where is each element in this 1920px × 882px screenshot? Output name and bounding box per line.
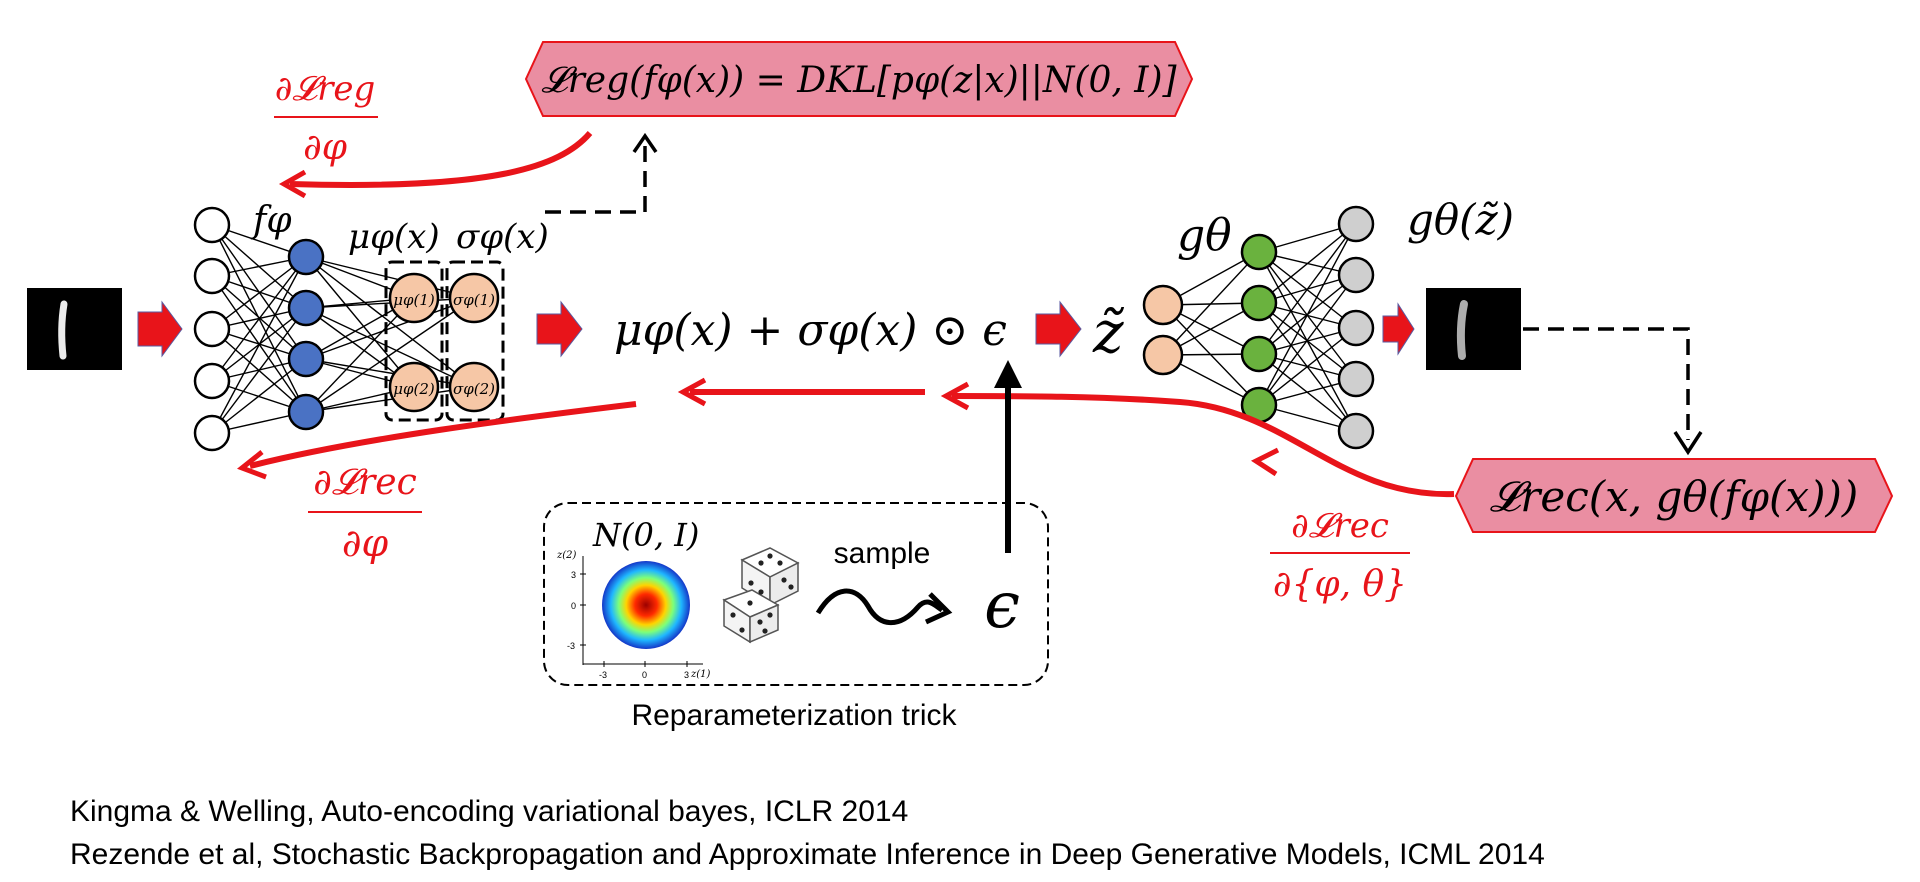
rec-gradient-arrowhead-left — [237, 450, 267, 480]
enc-input-node — [193, 414, 231, 452]
dec-output-node — [1337, 309, 1375, 347]
sample-label: sample — [834, 537, 931, 570]
enc-input-node — [193, 362, 231, 400]
y-tick-m3: -3 — [567, 641, 575, 651]
dec-hidden-node — [1240, 335, 1278, 373]
sample-squiggle-arrowhead — [924, 592, 953, 625]
sigma-dashed-box — [445, 260, 505, 422]
reference-2: Rezende et al, Stochastic Backpropagatio… — [70, 838, 1545, 871]
to-rec-dashed-connector — [1523, 327, 1690, 440]
to-reg-dashed-connector — [545, 142, 647, 214]
decoder-to-output-arrow — [1382, 302, 1415, 356]
dlrec2-numerator: ∂𝓛rec — [1291, 506, 1389, 546]
reparam-caption: Reparameterization trick — [631, 699, 957, 732]
x-tick-m3: -3 — [599, 670, 607, 680]
reparam-box — [543, 502, 1049, 686]
enc-input-node — [193, 257, 231, 295]
x-tick-0: 0 — [642, 670, 647, 680]
dlreg-numerator: ∂𝓛reg — [275, 69, 375, 109]
decoder-hidden-nodes — [1240, 233, 1278, 424]
dec-output-node — [1337, 360, 1375, 398]
rec-gradient-arrowhead-right-2 — [1250, 447, 1280, 477]
loss-reg-formula: 𝓛reg(fφ(x)) = DKL[pφ(z|x)||N(0, I)] — [541, 60, 1177, 101]
dec-latent-node — [1142, 284, 1184, 326]
loss-rec-formula: 𝓛rec(x, gθ(fφ(x))) — [1490, 472, 1859, 521]
mu1-node — [388, 272, 440, 324]
dlrec2-denominator: ∂{φ, θ} — [1273, 564, 1407, 605]
mu1-label: μφ(1) — [393, 291, 435, 309]
loss-reg-box — [524, 41, 1194, 117]
dec-output-node — [1337, 412, 1375, 450]
sigma2-node — [448, 361, 500, 413]
sigma1-node — [448, 272, 500, 324]
enc-input-node — [193, 310, 231, 348]
mu2-label: μφ(2) — [393, 380, 435, 398]
z-tilde-label: z̃ — [1092, 298, 1125, 366]
dlrec-numerator: ∂𝓛rec — [313, 462, 416, 503]
decoder-output-nodes — [1337, 205, 1375, 450]
dec-output-node — [1337, 205, 1375, 243]
encoder-hidden-nodes — [287, 238, 325, 431]
epsilon-label: ϵ — [984, 569, 1020, 643]
sigma-phi-x-label: σφ(x) — [456, 217, 549, 257]
sigma2-label: σφ(2) — [453, 380, 495, 398]
enc-hidden-node — [287, 238, 325, 276]
dec-latent-node — [1142, 334, 1184, 376]
input-image — [27, 288, 122, 370]
mu-dashed-box — [384, 260, 444, 422]
rec-gradient-arrow-right — [951, 393, 1455, 498]
encoder-to-z-arrow — [536, 300, 583, 358]
encoder-input-nodes — [193, 206, 231, 452]
y-tick-3: 3 — [571, 570, 576, 580]
g-theta-z-label: gθ(z̃) — [1407, 195, 1514, 244]
dec-hidden-node — [1240, 233, 1278, 271]
rec-gradient-arrow-left — [249, 401, 637, 469]
sigma1-label: σφ(1) — [453, 291, 495, 309]
input-arrow — [137, 300, 183, 358]
enc-input-node — [193, 206, 231, 244]
sample-squiggle-arrow — [815, 588, 944, 625]
enc-hidden-node — [287, 289, 325, 327]
f-phi-label: fφ — [250, 200, 292, 241]
y-tick-0: 0 — [571, 601, 576, 611]
to-rec-arrowhead — [1673, 431, 1703, 456]
dec-hidden-node — [1240, 284, 1278, 322]
axis-z1-label: z(1) — [690, 669, 711, 680]
dlreg-denominator: ∂φ — [303, 127, 348, 168]
latent-param-nodes — [388, 272, 500, 413]
x-tick-3: 3 — [684, 670, 689, 680]
mu2-node — [388, 361, 440, 413]
epsilon-up-arrowhead — [994, 360, 1022, 388]
decoder-latent-nodes — [1142, 284, 1184, 376]
rec-gradient-arrowhead-middle — [677, 377, 707, 407]
to-reg-arrowhead — [632, 132, 658, 153]
enc-hidden-node — [287, 340, 325, 378]
loss-rec-box — [1454, 458, 1894, 533]
g-theta-label: gθ — [1177, 210, 1232, 261]
dlrec-denominator: ∂φ — [342, 521, 389, 565]
gaussian-plot — [580, 556, 703, 667]
reference-1: Kingma & Welling, Auto-encoding variatio… — [70, 795, 909, 828]
reg-gradient-arrow — [290, 131, 593, 185]
gaussian-heatmap — [602, 561, 690, 649]
mu-phi-x-label: μφ(x) — [348, 217, 440, 257]
dice-icon — [722, 547, 800, 644]
reg-gradient-arrowhead — [278, 169, 307, 199]
normal-label: N(0, I) — [592, 516, 699, 554]
dec-output-node — [1337, 256, 1375, 294]
output-image — [1426, 288, 1521, 370]
z-to-decoder-arrow — [1035, 300, 1082, 358]
rec-gradient-arrowhead-right — [940, 381, 970, 411]
axis-z2-label: z(2) — [556, 550, 577, 561]
reparam-expression: μφ(x) + σφ(x) ⊙ ϵ — [614, 305, 1007, 356]
enc-hidden-node — [287, 393, 325, 431]
